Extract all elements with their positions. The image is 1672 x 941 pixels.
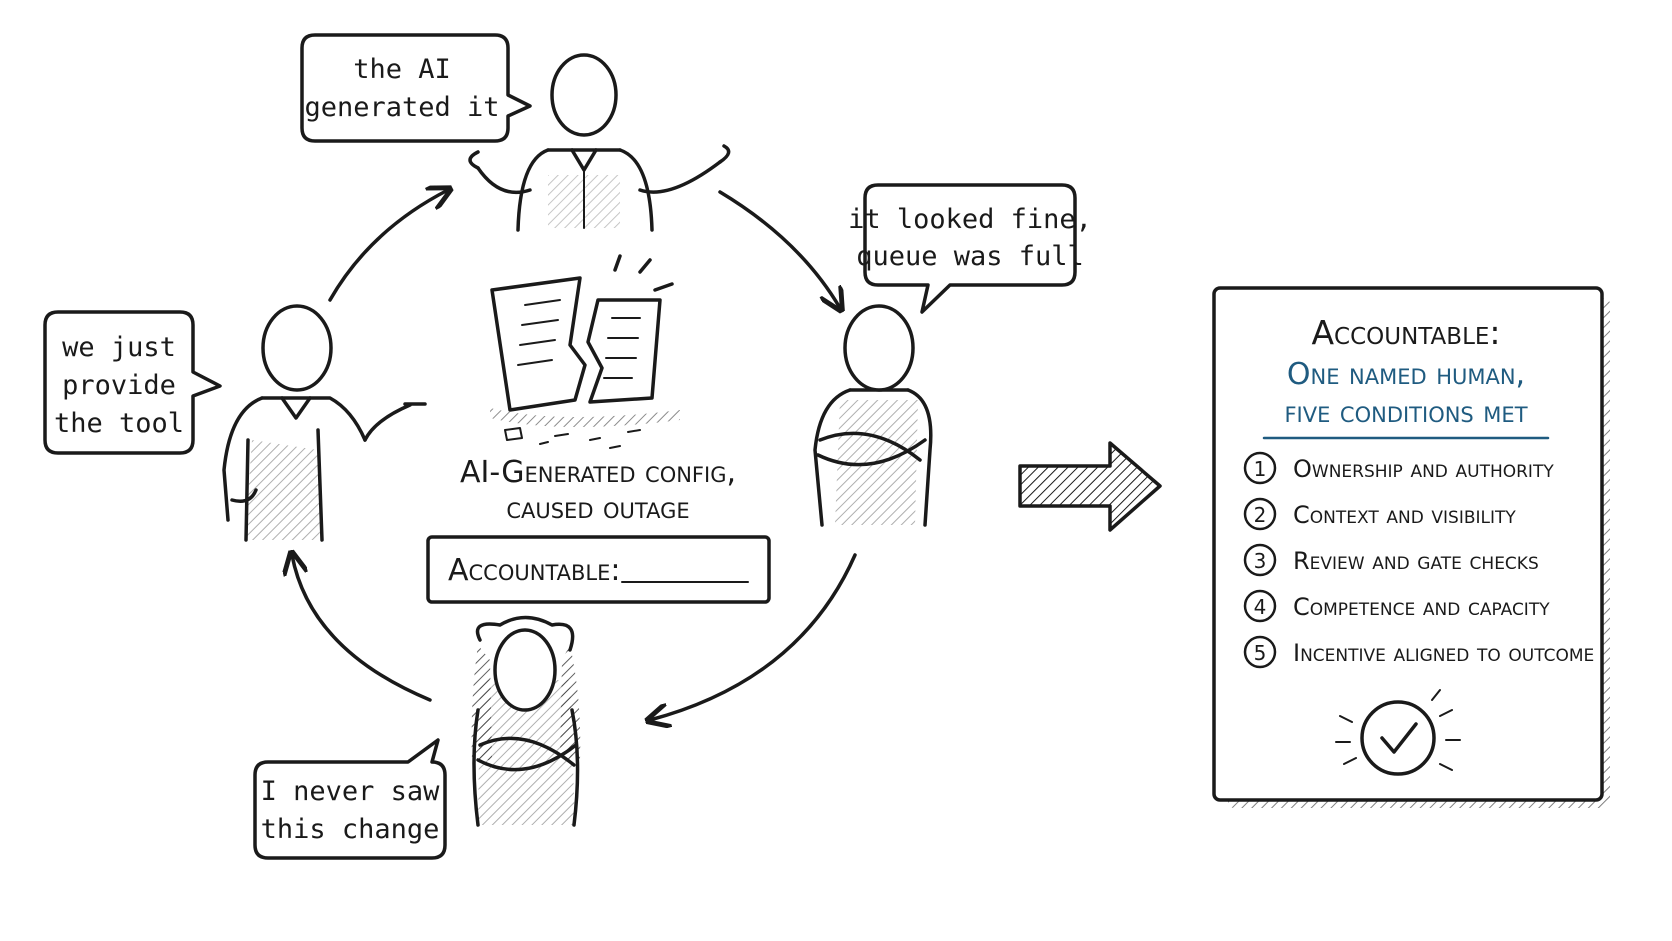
condition-number: 4 <box>1254 595 1267 619</box>
condition-item: 3 Review and gate checks <box>1243 543 1539 577</box>
condition-label: Review and gate checks <box>1293 547 1539 575</box>
condition-number-circle <box>1243 635 1277 669</box>
center-accountable-box: Accountable: <box>426 535 771 604</box>
condition-number-circle <box>1243 497 1277 531</box>
condition-number: 2 <box>1254 503 1267 527</box>
speech-bubble-left: we just provide the tool <box>43 310 222 455</box>
condition-item: 4 Competence and capacity <box>1243 589 1550 623</box>
center-caption-line-2: caused outage <box>506 491 689 526</box>
bubble-top-line-1: the AI <box>353 54 451 85</box>
conditions-list: 1 Ownership and authority 2 Context and vis… <box>1243 451 1594 669</box>
person-top-shrugging <box>468 53 731 232</box>
person-bottom-woman <box>471 615 581 827</box>
condition-number: 3 <box>1254 549 1267 573</box>
panel-title: Accountable: <box>1311 313 1500 352</box>
bubble-right-line-2: queue was full <box>856 241 1084 272</box>
condition-number-circle <box>1243 543 1277 577</box>
center-caption-line-1: AI-Generated config, <box>460 455 736 490</box>
panel-subtitle-line-2: five conditions met <box>1284 395 1527 430</box>
bubble-right-line-1: it looked fine, <box>848 204 1092 235</box>
bubble-left-line-3: the tool <box>54 408 184 439</box>
broken-document-icon <box>490 254 680 449</box>
condition-number: 5 <box>1254 641 1267 665</box>
speech-bubble-right: it looked fine, queue was full <box>848 183 1092 314</box>
person-right-arms-crossed <box>813 304 933 527</box>
bubble-left-line-1: we just <box>62 332 176 363</box>
condition-item: 2 Context and visibility <box>1243 497 1516 531</box>
bubble-bottom-line-2: this change <box>261 814 440 845</box>
condition-label: Incentive aligned to outcome <box>1293 639 1594 667</box>
bubble-bottom-line-1: I never saw <box>261 776 441 807</box>
condition-item: 1 Ownership and authority <box>1243 451 1554 485</box>
condition-label: Competence and capacity <box>1293 593 1550 621</box>
bubble-top-line-2: generated it <box>304 92 499 123</box>
center-accountable-label: Accountable: <box>448 553 621 588</box>
condition-label: Context and visibility <box>1293 501 1516 529</box>
speech-bubble-top: the AI generated it <box>300 33 532 143</box>
accountable-panel: Accountable: One named human, five condi… <box>1212 286 1610 808</box>
check-circle-icon <box>1335 689 1461 776</box>
condition-number-circle <box>1243 589 1277 623</box>
big-right-arrow-icon <box>1018 441 1162 532</box>
condition-number-circle <box>1243 451 1277 485</box>
blame-cycle-arrows <box>292 190 857 720</box>
speech-bubble-bottom: I never saw this change <box>253 738 447 860</box>
person-left-pointing <box>222 304 427 542</box>
condition-item: 5 Incentive aligned to outcome <box>1243 635 1594 669</box>
panel-subtitle-line-1: One named human, <box>1287 357 1525 392</box>
condition-number: 1 <box>1254 457 1267 481</box>
bubble-left-line-2: provide <box>62 370 176 401</box>
condition-label: Ownership and authority <box>1293 455 1554 483</box>
